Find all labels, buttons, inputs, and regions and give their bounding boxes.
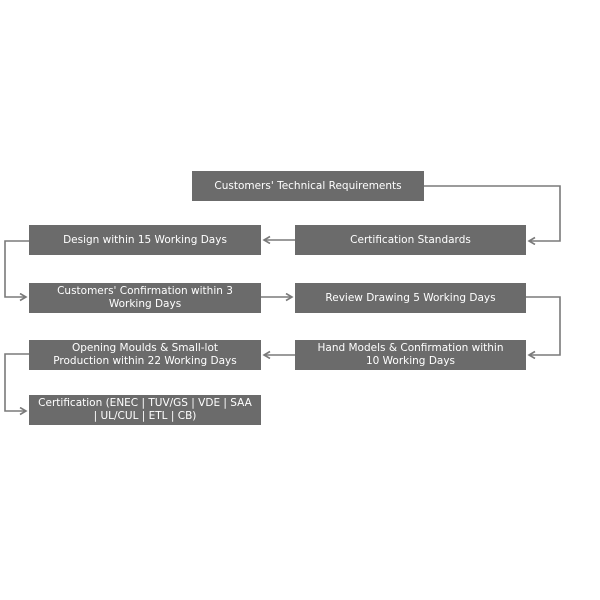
step-label: Customers' Confirmation within 3 Working… (57, 285, 233, 310)
step-certification-standards: Certification Standards (295, 225, 526, 255)
connector-review-to-hand-models (526, 296, 561, 355)
step-customers-technical-requirements: Customers' Technical Requirements (192, 171, 424, 201)
step-opening-moulds: Opening Moulds & Small-lot Production wi… (29, 340, 261, 370)
step-label: Opening Moulds & Small-lot Production wi… (53, 342, 237, 367)
step-label: Design within 15 Working Days (63, 233, 227, 246)
connector-moulds-to-certification (4, 353, 29, 411)
step-hand-models: Hand Models & Confirmation within 10 Wor… (295, 340, 526, 370)
connector-requirements-to-standards (424, 185, 561, 241)
step-design: Design within 15 Working Days (29, 225, 261, 255)
step-certification-final: Certification (ENEC | TUV/GS | VDE | SAA… (29, 395, 261, 425)
step-label: Customers' Technical Requirements (214, 179, 402, 192)
step-label: Hand Models & Confirmation within 10 Wor… (317, 342, 504, 367)
step-label: Review Drawing 5 Working Days (325, 291, 496, 304)
step-review-drawing: Review Drawing 5 Working Days (295, 283, 526, 313)
step-label: Certification (ENEC | TUV/GS | VDE | SAA… (38, 397, 252, 422)
step-customers-confirmation: Customers' Confirmation within 3 Working… (29, 283, 261, 313)
connector-design-to-confirmation (4, 240, 29, 297)
step-label: Certification Standards (350, 233, 471, 246)
